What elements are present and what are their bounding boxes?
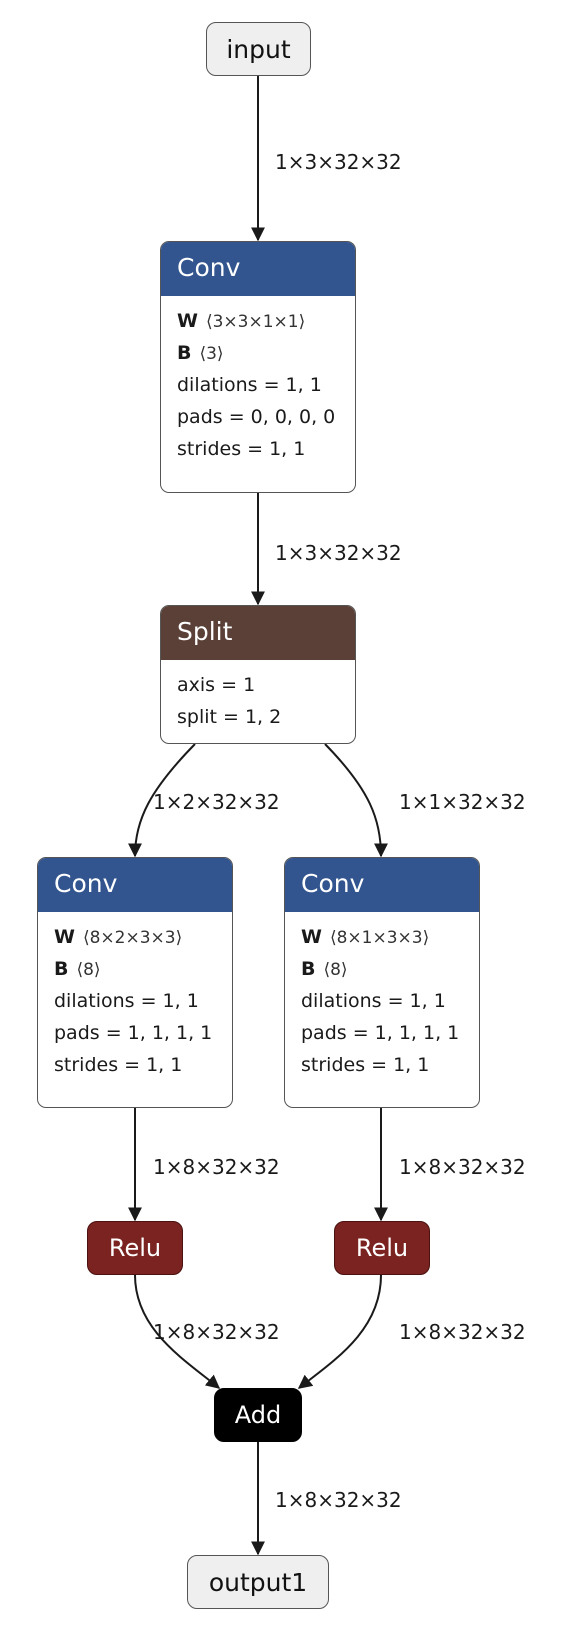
conv-node-left-weight: W⟨8×2×3×3⟩ xyxy=(54,926,183,948)
conv-node-1-strides: strides = 1, 1 xyxy=(177,438,306,460)
output-node-label: output1 xyxy=(208,1567,308,1597)
split-node[interactable]: Split axis = 1 split = 1, 2 xyxy=(160,605,356,744)
conv-node-left-bias: B⟨8⟩ xyxy=(54,958,101,980)
relu-node-left-label: Relu xyxy=(108,1234,162,1262)
conv-node-right-dilations: dilations = 1, 1 xyxy=(301,990,446,1012)
edge-relu-right-add xyxy=(297,1274,382,1389)
edge-label-add-output: 1×8×32×32 xyxy=(275,1488,402,1512)
edge-label-conv1-split: 1×3×32×32 xyxy=(275,541,402,565)
edge-relu-left-add xyxy=(134,1274,221,1389)
conv-node-1-bias: B⟨3⟩ xyxy=(177,342,224,364)
output-node[interactable]: output1 xyxy=(187,1555,329,1609)
conv-node-left-strides: strides = 1, 1 xyxy=(54,1054,183,1076)
conv-node-1-weight: W⟨3×3×1×1⟩ xyxy=(177,310,306,332)
conv-node-left-header: Conv xyxy=(38,858,232,912)
edge-label-split-conv-left: 1×2×32×32 xyxy=(153,790,280,814)
input-node-label: input xyxy=(226,34,291,64)
edge-split-conv-right xyxy=(324,743,388,858)
conv-node-right-header: Conv xyxy=(285,858,479,912)
conv-node-right-strides: strides = 1, 1 xyxy=(301,1054,430,1076)
edge-label-relu-left-add: 1×8×32×32 xyxy=(153,1320,280,1344)
conv-node-1-pads: pads = 0, 0, 0, 0 xyxy=(177,406,336,428)
relu-node-left[interactable]: Relu xyxy=(87,1221,183,1275)
edge-label-conv-left-relu: 1×8×32×32 xyxy=(153,1155,280,1179)
conv-node-right-bias: B⟨8⟩ xyxy=(301,958,348,980)
edge-label-split-conv-right: 1×1×32×32 xyxy=(399,790,526,814)
edge-label-input-conv1: 1×3×32×32 xyxy=(275,150,402,174)
add-node-label: Add xyxy=(234,1401,282,1429)
conv-node-left-dilations: dilations = 1, 1 xyxy=(54,990,199,1012)
split-node-header: Split xyxy=(161,606,355,660)
edge-label-relu-right-add: 1×8×32×32 xyxy=(399,1320,526,1344)
input-node[interactable]: input xyxy=(206,22,311,76)
conv-node-right-pads: pads = 1, 1, 1, 1 xyxy=(301,1022,460,1044)
relu-node-right-label: Relu xyxy=(355,1234,409,1262)
conv-node-right-weight: W⟨8×1×3×3⟩ xyxy=(301,926,430,948)
edge-split-conv-left xyxy=(128,743,196,858)
split-node-axis: axis = 1 xyxy=(177,674,256,696)
conv-node-left-pads: pads = 1, 1, 1, 1 xyxy=(54,1022,213,1044)
conv-node-1[interactable]: Conv W⟨3×3×1×1⟩ B⟨3⟩ dilations = 1, 1 pa… xyxy=(160,241,356,493)
split-node-split: split = 1, 2 xyxy=(177,706,282,728)
edge-label-conv-right-relu: 1×8×32×32 xyxy=(399,1155,526,1179)
conv-node-right[interactable]: Conv W⟨8×1×3×3⟩ B⟨8⟩ dilations = 1, 1 pa… xyxy=(284,857,480,1108)
relu-node-right[interactable]: Relu xyxy=(334,1221,430,1275)
add-node[interactable]: Add xyxy=(214,1388,302,1442)
conv-node-left[interactable]: Conv W⟨8×2×3×3⟩ B⟨8⟩ dilations = 1, 1 pa… xyxy=(37,857,233,1108)
conv-node-1-dilations: dilations = 1, 1 xyxy=(177,374,322,396)
conv-node-1-header: Conv xyxy=(161,242,355,296)
